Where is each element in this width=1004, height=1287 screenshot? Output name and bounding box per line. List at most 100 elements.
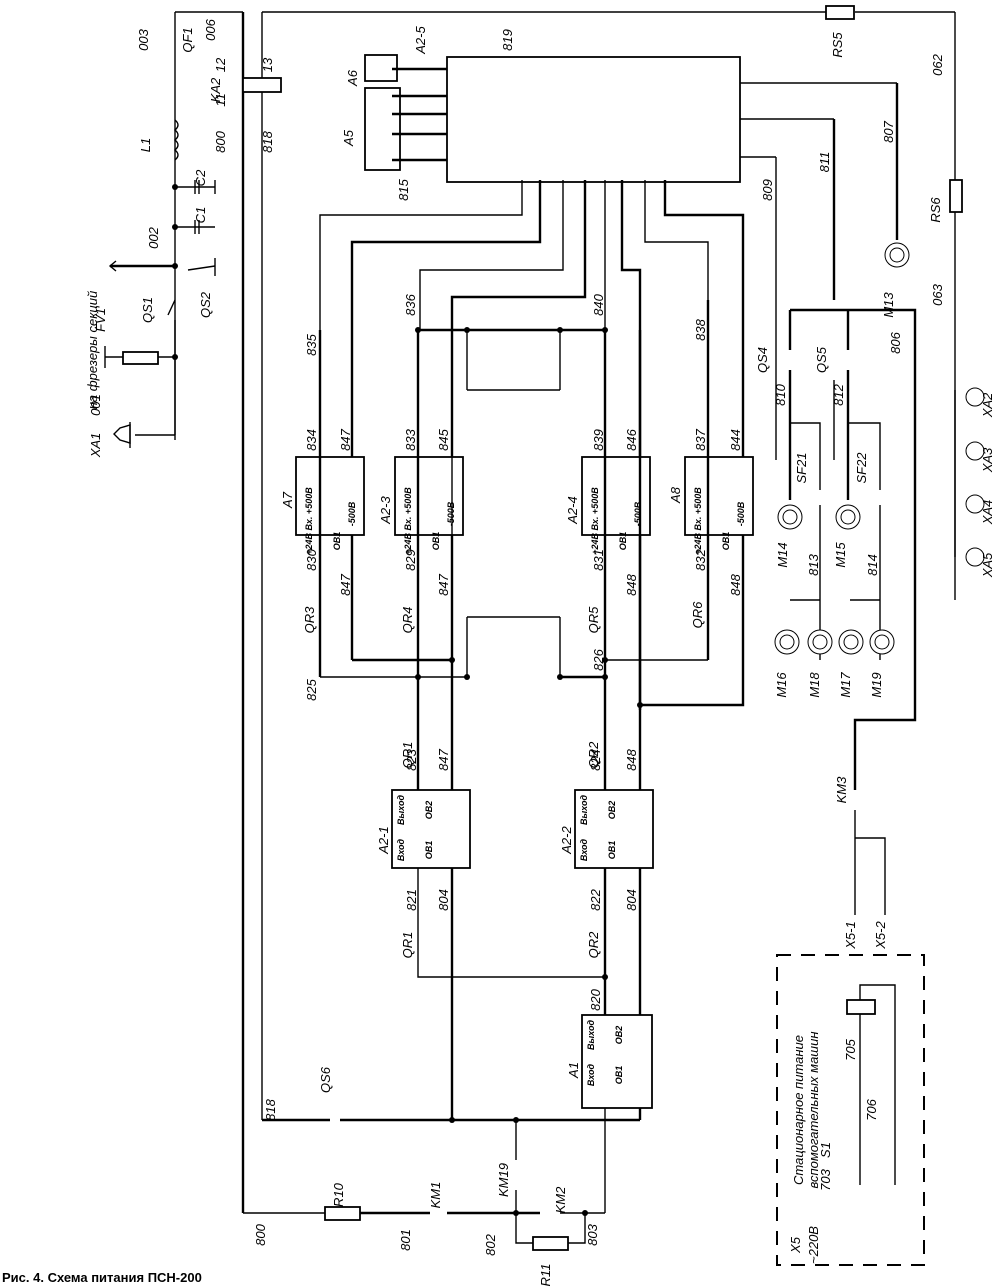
label-a1: A1 [566, 1062, 581, 1079]
label-w705: 705 [843, 1038, 858, 1060]
block-a5 [364, 87, 401, 171]
label-w063: 063 [930, 283, 945, 305]
label-rs5: RS5 [830, 32, 845, 58]
label-qs1: QS1 [140, 297, 155, 323]
label-xa1: XA1 [88, 433, 103, 459]
label-w824: 824 [588, 749, 603, 771]
motor-circuits [774, 308, 985, 915]
inset-wires [859, 984, 896, 1185]
label-qf1: QF1 [180, 27, 195, 52]
label-a2-2: A2-2 [559, 826, 574, 855]
label-w830: 830 [304, 548, 319, 570]
label-w839: 839 [591, 429, 606, 451]
label-a7: A7 [280, 491, 295, 509]
label-qr2: QR2 [586, 931, 601, 959]
label-w822: 822 [588, 888, 603, 910]
label-w831: 831 [591, 549, 606, 571]
resistor-rs5 [825, 5, 855, 20]
label-p11: 11 [213, 93, 228, 107]
label-m19: M19 [869, 672, 884, 697]
block-pin-label: -500В [347, 501, 357, 526]
label-w847: 847 [436, 573, 451, 595]
a2-5-output-wires [319, 180, 745, 1120]
label-rs10: R10 [331, 1182, 346, 1207]
label-xa4: XA4 [980, 500, 995, 526]
label-m14: M14 [775, 542, 790, 567]
label-ka2: KA2 [208, 77, 223, 102]
label-a8: A8 [668, 486, 683, 504]
label-a5: A5 [341, 129, 356, 147]
label-a2-4: A2-4 [565, 496, 580, 524]
label-w848: 848 [728, 573, 743, 595]
block-pin-label: ОВ2 [614, 1026, 624, 1045]
label-km3: KM3 [834, 776, 849, 804]
resistor-r11 [532, 1236, 569, 1251]
label-w840: 840 [591, 293, 606, 315]
block-a2-5 [446, 56, 741, 183]
a5-a6-wires [392, 67, 447, 162]
label-w800: 800 [213, 130, 228, 152]
resistor-rs6 [949, 179, 963, 213]
block-a8 [684, 456, 754, 536]
label-x5-1: X5-1 [843, 921, 858, 949]
label-w844: 844 [728, 429, 743, 451]
label-qs5: QS5 [814, 346, 829, 373]
block-pin-label: -500В [446, 501, 456, 526]
block-a6 [364, 54, 398, 82]
label-w847: 847 [436, 748, 451, 770]
label-w812: 812 [831, 383, 846, 405]
label-w847: 847 [338, 573, 353, 595]
label-qr2: QR2 [586, 741, 601, 769]
connector-xa3 [965, 441, 985, 461]
block-pin-label: ОВ1 [332, 532, 342, 551]
label-xa5: XA5 [980, 552, 995, 578]
label-w818: 818 [263, 1098, 278, 1120]
label-w002: 002 [146, 226, 161, 248]
block-pin-label: +24В Вх. +500В [590, 487, 600, 555]
block-pin-label: ОВ1 [618, 532, 628, 551]
label-xa3: XA3 [980, 447, 995, 473]
label-w803: 803 [585, 1223, 600, 1245]
block-a2-4 [581, 456, 651, 536]
label-qr1: QR1 [400, 932, 415, 959]
label-c1: C1 [193, 207, 208, 224]
block-a2-2 [574, 789, 654, 869]
label-w815: 815 [396, 178, 411, 200]
label-m16: M16 [774, 672, 789, 698]
label-s1: S1 [818, 1142, 833, 1158]
label-w820: 820 [588, 988, 603, 1010]
label-w001: 001 [88, 394, 103, 416]
label-w829: 829 [403, 549, 418, 571]
switch-qs1 [167, 299, 176, 316]
label-w006: 006 [203, 18, 218, 40]
connector-xa2 [965, 387, 985, 407]
label-w848: 848 [624, 573, 639, 595]
label-w806: 806 [888, 331, 903, 353]
label-w821: 821 [404, 889, 419, 911]
block-pin-label: Вход [579, 838, 589, 861]
label-x5: X5 [788, 1236, 803, 1254]
label-to-sections: на фрезеры секций [85, 291, 100, 409]
label-inset-title2: вспомогательных машин [806, 1032, 821, 1189]
block-pin-label: ОВ1 [614, 1066, 624, 1085]
label-w811: 811 [817, 152, 832, 173]
label-a2-1: A2-1 [376, 826, 391, 854]
label-l1: L1 [138, 138, 153, 152]
block-pin-label: -500В [633, 501, 643, 526]
label-qs2: QS2 [198, 291, 213, 318]
label-w836: 836 [403, 293, 418, 315]
block-pin-label: +24В Вх. +500В [693, 487, 703, 555]
connector-xa4 [965, 494, 985, 514]
label-w825: 825 [304, 678, 319, 700]
label-p12: 12 [213, 57, 228, 72]
block-pin-label: ОВ1 [721, 532, 731, 551]
label-w703: 703 [818, 1168, 833, 1190]
block-pin-label: -500В [736, 501, 746, 526]
label-w826: 826 [591, 648, 606, 670]
label-w833: 833 [403, 428, 418, 450]
label-w804: 804 [436, 889, 451, 911]
label-km2: KM2 [553, 1186, 568, 1214]
label-w819: 819 [500, 29, 515, 51]
label-sf21: SF21 [794, 452, 809, 483]
